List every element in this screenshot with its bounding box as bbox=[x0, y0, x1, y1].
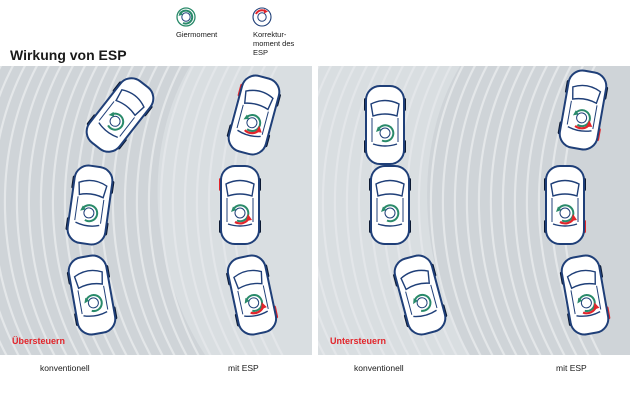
legend-correction-label: Korrektur- moment des ESP bbox=[253, 30, 294, 57]
legend-correction-line: moment des bbox=[253, 39, 295, 48]
car-icon bbox=[66, 254, 118, 336]
case-label-understeer: Untersteuern bbox=[330, 336, 387, 346]
correction-moment-icon bbox=[252, 7, 272, 27]
car-icon bbox=[226, 254, 279, 336]
car-icon bbox=[65, 164, 115, 246]
car-icon bbox=[219, 165, 261, 245]
column-label-esp-right: mit ESP bbox=[556, 363, 587, 373]
car-icon bbox=[369, 165, 411, 245]
car-icon bbox=[226, 74, 281, 156]
car-icon bbox=[557, 69, 609, 151]
car-icon bbox=[559, 254, 611, 336]
column-label-conventional-left: konventionell bbox=[40, 363, 90, 373]
car-icon bbox=[393, 254, 448, 336]
case-label-oversteer: Übersteuern bbox=[12, 336, 66, 346]
car-icon bbox=[85, 77, 155, 153]
column-label-esp-left: mit ESP bbox=[228, 363, 259, 373]
legend-yaw-label: Giermoment bbox=[176, 30, 218, 39]
yaw-moment-icon bbox=[176, 7, 196, 27]
car-icon bbox=[364, 85, 406, 165]
legend-correction-line: Korrektur- bbox=[253, 30, 287, 39]
column-label-conventional-right: konventionell bbox=[354, 363, 404, 373]
legend-correction-line: ESP bbox=[253, 48, 269, 57]
page-title: Wirkung von ESP bbox=[10, 47, 127, 63]
car-icon bbox=[544, 165, 586, 245]
